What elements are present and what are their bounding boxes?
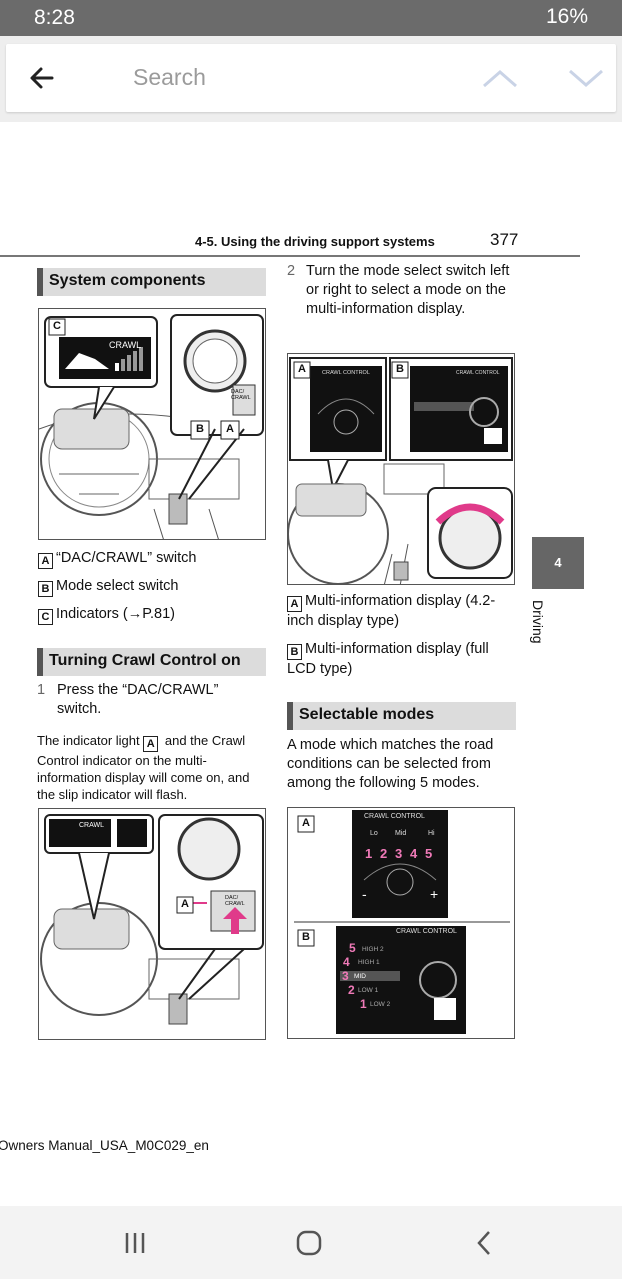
previous-result-icon[interactable] xyxy=(476,66,524,90)
figure-system-components: C CRAWL DAC/ CRAWL B A xyxy=(38,308,266,540)
figure2-label-b: B xyxy=(396,363,404,375)
header-rule xyxy=(0,255,580,257)
legend-item-a: A“DAC/CRAWL” switch xyxy=(38,549,268,569)
selectable-modes-paragraph: A mode which matches the road conditions… xyxy=(287,737,494,791)
page-number: 377 xyxy=(490,230,519,249)
figure4-crawl-control-a: CRAWL CONTROL xyxy=(364,813,425,820)
search-toolbar: Search xyxy=(0,36,622,122)
battery-level: 16% xyxy=(545,5,588,28)
figure-label-b: B xyxy=(196,423,204,435)
figure4-num-5: 5 xyxy=(425,846,433,861)
search-input[interactable]: Search xyxy=(133,64,206,90)
search-bar: Search xyxy=(6,44,616,112)
indicator-paragraph: The indicator light A and the Crawl Cont… xyxy=(37,733,250,802)
figure2-crawl-control-b: CRAWL CONTROL xyxy=(456,370,500,376)
figure4-mode-high1: HIGH 1 xyxy=(358,959,380,966)
next-result-icon[interactable] xyxy=(562,66,610,90)
step-1-text: Press the “DAC/CRAWL” switch. xyxy=(57,682,219,717)
figure4-numb-5: 5 xyxy=(349,941,356,955)
figure4-num-2: 2 xyxy=(380,846,388,861)
dashboard-indicator-illustration xyxy=(40,814,264,1025)
dashboard-illustration xyxy=(39,314,264,539)
figure4-mode-low1: LOW 1 xyxy=(358,987,379,994)
step-2-text: Turn the mode select switch left or righ… xyxy=(306,263,510,317)
step-number-1: 1 xyxy=(37,682,46,698)
figure3-dac-text: DAC/ CRAWL xyxy=(225,895,245,907)
figure3-label-a: A xyxy=(181,898,189,910)
figure4-plus: + xyxy=(430,886,439,902)
home-icon[interactable] xyxy=(294,1228,324,1258)
system-nav-bar xyxy=(0,1206,622,1279)
figure4-numb-1: 1 xyxy=(360,997,367,1011)
figure-crawl-text: CRAWL xyxy=(109,340,142,350)
chapter-header: 4-5. Using the driving support systems xyxy=(195,234,435,249)
figure4-mode-high2: HIGH 2 xyxy=(362,946,384,953)
back-arrow-icon[interactable] xyxy=(26,62,58,94)
figure4-num-1: 1 xyxy=(365,846,373,861)
figure-selectable-modes: A B CRAWL CONTROL Lo Mid Hi 1 2 3 4 5 - … xyxy=(287,807,515,1039)
figure4-numb-3: 3 xyxy=(342,969,349,983)
section-title-system-components: System components xyxy=(37,268,266,296)
section-title-selectable-modes: Selectable modes xyxy=(287,702,516,730)
figure-crawl-on: CRAWL A DAC/ CRAWL xyxy=(38,808,266,1040)
figure4-scale-hi: Hi xyxy=(428,830,435,837)
chapter-tab: 4 xyxy=(532,537,584,589)
document-footer: Owners Manual_USA_M0C029_en xyxy=(0,1138,209,1153)
figure-mode-select: A B CRAWL CONTROL CRAWL CONTROL xyxy=(287,353,515,585)
status-bar: 8:28 16% xyxy=(0,0,622,36)
figure2-label-a: A xyxy=(298,363,306,375)
figure-label-a: A xyxy=(226,423,234,435)
figure2-crawl-control-a: CRAWL CONTROL xyxy=(322,370,370,376)
figure3-crawl-text: CRAWL xyxy=(79,822,105,829)
status-time: 8:28 xyxy=(34,6,75,29)
back-icon[interactable] xyxy=(470,1228,500,1258)
step-number-2: 2 xyxy=(287,263,296,279)
figure-label-c: C xyxy=(53,320,61,332)
mode-select-illustration xyxy=(288,357,513,584)
figure4-crawl-control-b: CRAWL CONTROL xyxy=(396,928,457,935)
figure4-mode-low2: LOW 2 xyxy=(370,1001,391,1008)
figure4-num-4: 4 xyxy=(410,846,418,861)
figure4-mode-mid: MID xyxy=(354,973,366,980)
chapter-tab-label: Driving xyxy=(530,600,546,644)
figure4-scale-lo: Lo xyxy=(370,830,378,837)
figure4-label-b: B xyxy=(302,931,310,943)
manual-page: 4-5. Using the driving support systems 3… xyxy=(0,122,622,1206)
modes-illustration xyxy=(294,810,510,1034)
figure4-label-a: A xyxy=(302,817,310,829)
figure4-numb-4: 4 xyxy=(343,955,350,969)
figure4-num-3: 3 xyxy=(395,846,403,861)
recent-apps-icon[interactable] xyxy=(120,1228,150,1258)
figure4-minus: - xyxy=(362,886,367,902)
figure4-scale-mid: Mid xyxy=(395,830,407,837)
figure4-numb-2: 2 xyxy=(348,983,355,997)
figure-dac-text: DAC/ CRAWL xyxy=(231,389,251,401)
section-title-turning-crawl-control-on: Turning Crawl Control on xyxy=(37,648,266,676)
